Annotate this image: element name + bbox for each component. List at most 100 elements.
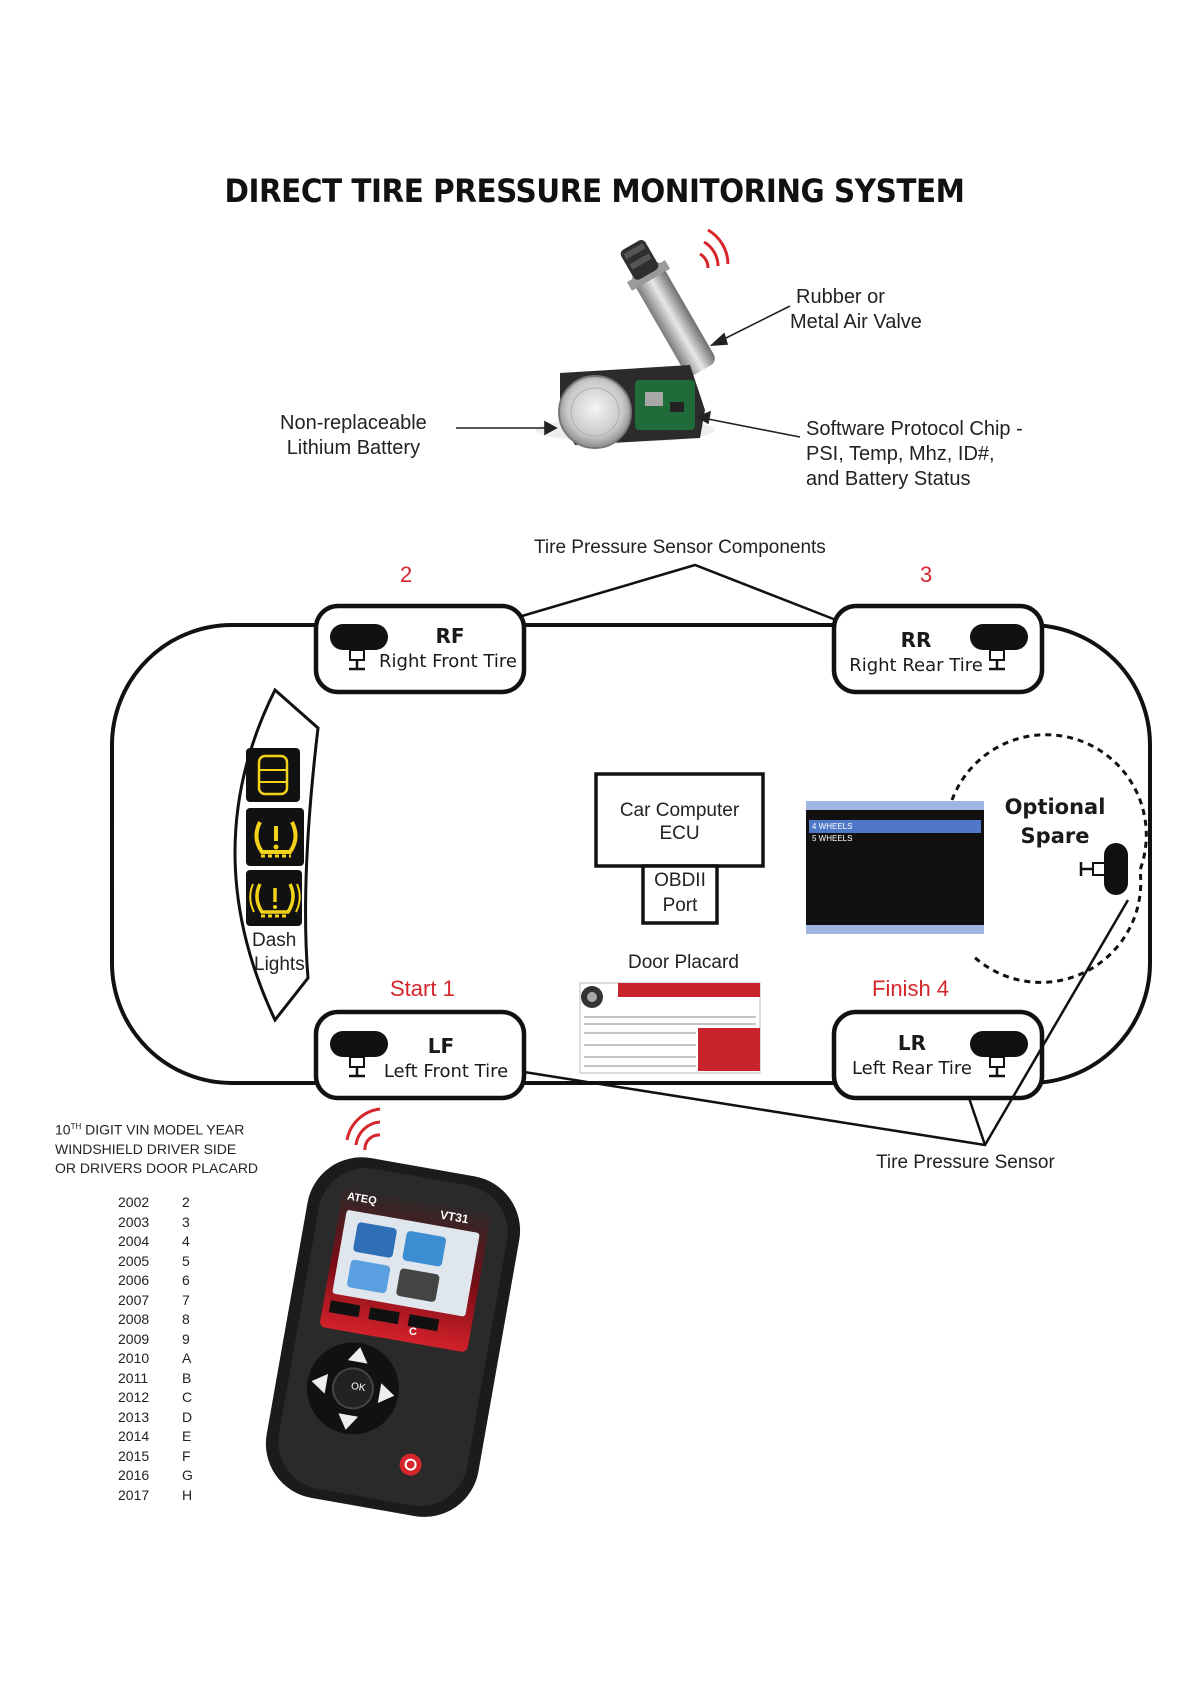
chip-label-line3: and Battery Status [806, 468, 971, 490]
vin-code: H [182, 1486, 193, 1503]
rf-code: RF [435, 624, 465, 648]
sensor-connector [523, 899, 1130, 1147]
vin-year: 2012 [118, 1389, 150, 1405]
vin-year: 2004 [118, 1233, 150, 1249]
battery-label: Non-replaceable Lithium Battery [280, 411, 427, 461]
obd-label-line2: Port [662, 895, 698, 916]
vin-row: 2005 5 [118, 1252, 193, 1272]
vin-row: 2010 A [118, 1349, 193, 1369]
chip-label-line1: Software Protocol Chip - [806, 418, 1023, 440]
spare-label-line1: Optional [1004, 795, 1106, 819]
valve-label-line2: Metal Air Valve [790, 311, 922, 333]
vin-heading-line1: 10TH DIGIT VIN MODEL YEAR [55, 1121, 245, 1138]
lr-order: Finish 4 [872, 976, 950, 1001]
callout-arrows [456, 305, 801, 438]
vin-code: C [182, 1389, 193, 1405]
vin-code: D [182, 1408, 193, 1425]
vin-year: 2006 [118, 1272, 150, 1288]
vin-row: 2011 B [118, 1369, 193, 1389]
vin-year: 2007 [118, 1291, 150, 1308]
lr-name: Left Rear Tire [851, 1058, 973, 1079]
obd-port-box [641, 864, 719, 925]
lf-sensor-icon [330, 1031, 388, 1078]
rr-name: Right Rear Tire [849, 655, 983, 676]
rf-name: Right Front Tire [379, 651, 517, 672]
spare-sensor-icon [1079, 843, 1128, 895]
vin-row: 2014 E [118, 1427, 193, 1447]
battery-label-line1: Non-replaceable [280, 412, 427, 434]
ecu-label-line1: Car Computer [619, 800, 740, 821]
vin-heading-line2: WINDSHIELD DRIVER SIDE [55, 1140, 237, 1157]
tpms-tool [265, 1157, 521, 1517]
tpms-fault-icon [246, 870, 302, 926]
car-lock-icon [246, 748, 300, 802]
rf-order: 2 [400, 562, 413, 587]
lf-code: LF [427, 1034, 455, 1058]
vin-year: 2011 [118, 1369, 149, 1386]
vin-row: 2003 3 [118, 1213, 193, 1233]
tool-screen-wheels [806, 801, 984, 934]
lf-name: Left Front Tire [383, 1061, 509, 1082]
vin-heading-line3: OR DRIVERS DOOR PLACARD [55, 1159, 259, 1176]
vin-code: 5 [182, 1252, 190, 1269]
dash-lights-line2: Lights [254, 954, 305, 975]
vin-year: 2005 [118, 1252, 150, 1269]
dash-lights-line1: Dash [252, 930, 297, 951]
screen-option-4-wheels: 4 WHEELS [812, 822, 853, 831]
vin-year: 2014 [118, 1428, 150, 1444]
vin-code: A [182, 1350, 192, 1366]
vin-year: 2010 [118, 1350, 150, 1366]
vin-code: 3 [182, 1213, 190, 1230]
chip-label: Software Protocol Chip - PSI, Temp, Mhz,… [806, 417, 1023, 492]
spare-circle [950, 733, 1148, 984]
lr-sensor-icon [970, 1031, 1028, 1078]
tool-c-button: C [409, 1326, 417, 1338]
tpms-warning-icon [246, 808, 304, 866]
vin-code: 8 [182, 1311, 190, 1327]
vin-row: 2004 4 [118, 1232, 193, 1252]
tool-signal-icon [345, 1107, 381, 1151]
vin-code: G [182, 1467, 193, 1483]
sensor-signal-icon [699, 228, 730, 269]
obd-label-line1: OBDII [654, 870, 706, 891]
ecu-label: Car Computer ECU [596, 799, 763, 845]
ecu-label-line2: ECU [659, 823, 700, 844]
vin-row: 2007 7 [118, 1291, 193, 1311]
caption-connector [521, 563, 837, 622]
battery-label-line2: Lithium Battery [286, 437, 421, 459]
vin-code: 2 [182, 1194, 190, 1210]
valve-label-line1: Rubber or [796, 286, 885, 308]
vin-year: 2017 [118, 1486, 150, 1503]
vin-row: 2012 C [118, 1388, 193, 1408]
chip-label-line2: PSI, Temp, Mhz, ID#, [806, 443, 995, 465]
vin-row: 2016 G [118, 1466, 193, 1486]
sensor-caption: Tire Pressure Sensor [876, 1152, 1055, 1173]
spare-label-line2: Spare [1020, 824, 1090, 848]
vin-row: 2008 8 [118, 1310, 193, 1330]
tool-ok-button: OK [350, 1380, 367, 1395]
vin-year: 2003 [118, 1213, 150, 1230]
vin-heading: 10TH DIGIT VIN MODEL YEAR WINDSHIELD DRI… [55, 1117, 258, 1178]
vin-year: 2008 [118, 1311, 150, 1327]
vin-code: 7 [182, 1291, 190, 1308]
vin-year: 2016 [118, 1467, 150, 1483]
vin-code: B [182, 1369, 192, 1386]
vin-year: 2002 [118, 1194, 150, 1210]
valve-label: Rubber or Metal Air Valve [790, 285, 922, 335]
rr-sensor-icon [970, 624, 1028, 671]
page-title: DIRECT TIRE PRESSURE MONITORING SYSTEM [224, 172, 965, 210]
components-caption: Tire Pressure Sensor Components [534, 537, 826, 558]
spare-label: Optional Spare [995, 793, 1115, 851]
vin-year: 2009 [118, 1330, 150, 1347]
vin-code: E [182, 1428, 192, 1444]
car-outline [110, 623, 1152, 1085]
vin-code: 4 [182, 1233, 190, 1249]
dash-lights-label: Dash Lights [252, 929, 305, 977]
rr-code: RR [900, 628, 932, 652]
